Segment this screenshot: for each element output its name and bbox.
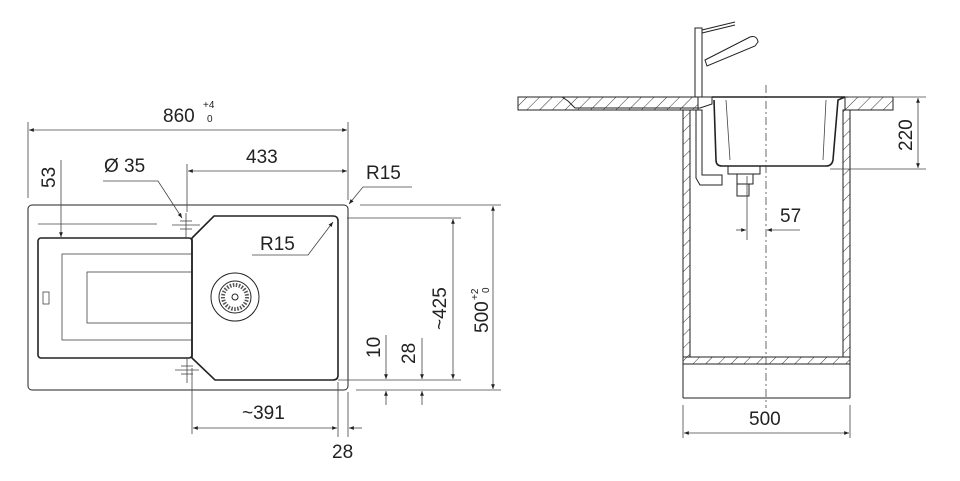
dim-500-side: 500 [749, 409, 781, 430]
dim-500: 500 [472, 301, 493, 333]
dim-860-tol-lower: 0 [207, 114, 213, 125]
cabinet-wall-left [682, 109, 691, 358]
dim-28-horizontal: 28 [332, 442, 353, 463]
side-view: 220 57 500 [517, 21, 926, 438]
drain-strainer [210, 272, 260, 322]
dim-r15-outer: R15 [366, 163, 401, 184]
dim-tap-hole: Ø 35 [104, 156, 145, 177]
drainer-inner [61, 253, 193, 341]
dim-220: 220 [896, 119, 917, 151]
dim-860-tol-upper: +4 [203, 100, 215, 111]
dim-860: 860 [163, 106, 195, 127]
dim-500-tol-upper: +2 [470, 288, 481, 300]
waste-fitting [695, 109, 761, 197]
dim-53: 53 [39, 167, 60, 188]
top-view: 860 +4 0 433 Ø 35 53 R15 R15 500 +2 0 ~4… [27, 100, 501, 463]
dim-28-vertical: 28 [399, 343, 420, 364]
dim-433: 433 [246, 147, 278, 168]
overflow-slot [42, 291, 50, 305]
bowl [191, 215, 339, 381]
faucet [694, 21, 759, 98]
countertop-right [844, 96, 894, 111]
cabinet-shelf [682, 356, 851, 365]
drainer-innermost [86, 271, 193, 324]
dim-r15-inner: R15 [260, 234, 295, 255]
dim-10: 10 [364, 337, 385, 358]
dim-391: ~391 [242, 403, 285, 424]
dim-57: 57 [780, 206, 801, 227]
bowl-profile [712, 96, 846, 167]
dim-500-tol-lower: 0 [481, 287, 492, 293]
tap-hole-mark-top [172, 213, 200, 238]
cabinet-wall-right [842, 109, 851, 358]
sink-outline [27, 204, 349, 391]
tap-hole-mark-bottom [175, 358, 199, 383]
dim-425: ~425 [430, 287, 451, 330]
